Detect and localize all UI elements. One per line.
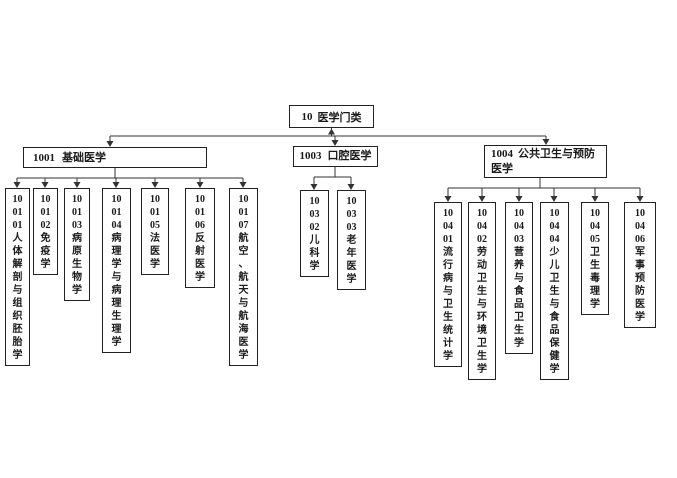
leaf-node-100402: 10 04 02 劳 动 卫 生 与 环 境 卫 生 学 (468, 202, 496, 380)
leaf-node-100405: 10 04 05 卫 生 毒 理 学 (581, 202, 609, 315)
leaf-node-100103: 10 01 03 病 原 生 物 学 (64, 188, 90, 301)
branch-name: 基础医学 (62, 152, 106, 164)
branch-name: 公共卫生与预防医学 (491, 148, 595, 175)
leaf-node-100403: 10 04 03 营 养 与 食 品 卫 生 学 (505, 202, 533, 354)
branch-node-1003: 1003 口腔医学 (293, 146, 378, 167)
root-name: 医学门类 (317, 111, 362, 124)
leaf-node-100303: 10 03 03 老 年 医 学 (337, 190, 366, 290)
branch-code: 1003 (299, 150, 322, 162)
branch-code: 1001 (33, 152, 55, 164)
leaf-node-100401: 10 04 01 流 行 病 与 卫 生 统 计 学 (434, 202, 462, 367)
branch-node-1001: 1001 基础医学 (23, 147, 207, 168)
root-node: 10 医学门类 (289, 105, 374, 128)
branch-code: 1004 (491, 148, 513, 160)
leaf-node-100105: 10 01 05 法 医 学 (141, 188, 169, 275)
leaf-node-100302: 10 03 02 儿 科 学 (300, 190, 329, 277)
leaf-node-100102: 10 01 02 免 疫 学 (33, 188, 58, 275)
leaf-node-100404: 10 04 04 少 儿 卫 生 与 食 品 保 健 学 (540, 202, 569, 380)
leaf-node-100101: 10 01 01 人 体 解 剖 与 组 织 胚 胎 学 (5, 188, 30, 366)
branch-name: 口腔医学 (327, 150, 372, 162)
leaf-node-100406: 10 04 06 军 事 预 防 医 学 (624, 202, 656, 328)
leaf-node-100107: 10 01 07 航 空 、 航 天 与 航 海 医 学 (229, 188, 258, 366)
leaf-node-100106: 10 01 06 反 射 医 学 (185, 188, 215, 288)
leaf-node-100104: 10 01 04 病 理 学 与 病 理 生 理 学 (102, 188, 131, 353)
root-code: 10 (301, 110, 313, 123)
